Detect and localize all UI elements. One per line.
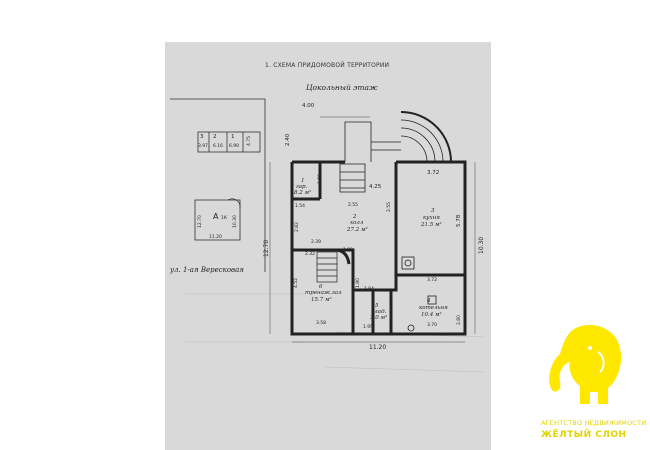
fixtures	[401, 256, 437, 332]
dim-storage-side: 1.80	[356, 277, 361, 288]
dim-garage-side: 1.54	[295, 204, 306, 209]
dim-left-total: 12.70	[263, 239, 270, 257]
site-cell-dim-3: 3.97	[198, 144, 209, 149]
site-house-height: 12.70	[198, 215, 203, 228]
room-5-number: 5	[375, 303, 379, 309]
room-4-area: 10.4 м²	[421, 312, 442, 318]
site-cell-side: 4.75	[247, 135, 252, 146]
site-house-letter: A	[213, 212, 219, 221]
room-4-number: 4	[427, 298, 431, 304]
street-label: ул. 1-ая Вересковая	[170, 266, 244, 274]
site-house-width: 11.20	[209, 235, 222, 240]
room-6-area: 15.7 м²	[311, 297, 332, 303]
document-title: 1. СХЕМА ПРИДОМОВОЙ ТЕРРИТОРИИ	[265, 62, 390, 69]
dim-stair-len: 1.89	[343, 248, 354, 253]
site-house-side2: 10.30	[233, 215, 238, 228]
site-cell-dim-1: 6.90	[229, 144, 240, 149]
agency-name-line-2: ЖЁЛТЫЙ СЛОН	[541, 430, 627, 440]
dim-garage-top: 1.80	[318, 173, 323, 184]
room-1-area: 8.2 м²	[294, 190, 312, 196]
dim-hall-left: 2.82	[295, 221, 300, 232]
site-house	[194, 199, 241, 241]
main-plan-walls	[290, 160, 467, 336]
site-cell-2: 2	[213, 134, 217, 140]
boiler-unit-icon	[427, 295, 437, 305]
room-3-area: 21.5 м²	[421, 222, 442, 228]
stove-icon	[401, 256, 415, 270]
room-2-number: 2	[353, 214, 357, 220]
dim-right-total: 10.30	[478, 236, 485, 254]
room-5-area: 3.0 м²	[370, 315, 388, 321]
dim-top-left-side: 2.40	[285, 133, 291, 146]
room-6-name: тренаж.зал	[305, 290, 342, 296]
site-house-sub: 1К	[221, 216, 228, 221]
room-1-number: 1	[301, 178, 305, 184]
agency-name-line-1: АГЕНТСТВО НЕДВИЖИМОСТИ	[541, 419, 647, 427]
dim-kitchen-top: 3.72	[427, 170, 440, 176]
room-2-name: холл	[350, 220, 364, 226]
dim-hall-side: 2.55	[387, 201, 392, 212]
site-cell-1: 1	[231, 134, 235, 140]
dim-hall-top: 4.25	[369, 184, 382, 190]
site-plan	[170, 98, 266, 272]
floor-plan-drawing	[170, 98, 486, 373]
dim-storage-bottom: 1.95	[363, 325, 374, 330]
site-cell-dim-2: 6.16	[213, 144, 224, 149]
dim-training-bottom: 3.58	[316, 321, 327, 326]
room-3-name: кухня	[423, 215, 440, 221]
dim-training-top: 2.39	[311, 240, 322, 245]
scanned-floor-plan-sheet: 1. СХЕМА ПРИДОМОВОЙ ТЕРРИТОРИИ Цокольный…	[165, 42, 491, 450]
dim-boiler-top: 3.72	[427, 278, 438, 283]
room-4-name: котельня	[419, 305, 448, 311]
dim-boiler-bottom: 3.70	[427, 323, 438, 328]
dim-top-width: 4.00	[302, 103, 315, 109]
dim-boiler-side: 2.80	[457, 314, 462, 325]
room-2-area: 27.2 м²	[347, 227, 368, 233]
dim-hall-inner: 2.55	[348, 203, 359, 208]
entrance-stair	[339, 111, 452, 193]
room-3-number: 3	[431, 208, 435, 214]
floor-label: Цокольный этаж	[306, 83, 378, 92]
dim-training-top2: 2.32	[305, 252, 316, 257]
sink-icon	[407, 324, 415, 332]
site-cell-3: 3	[200, 134, 204, 140]
site-outbuildings	[197, 131, 261, 153]
dim-bottom-total: 11.20	[369, 344, 387, 351]
room-5-name: клад.	[371, 309, 387, 315]
yellow-elephant-logo-icon	[549, 324, 622, 404]
dim-storage-top: 1.94	[364, 287, 375, 292]
dim-kitchen-side: 5.78	[456, 214, 462, 227]
dim-training-side: 4.52	[294, 277, 299, 288]
room-1-name: гар.	[296, 184, 308, 190]
room-6-number: 6	[319, 284, 323, 290]
site-boundary	[170, 98, 266, 272]
